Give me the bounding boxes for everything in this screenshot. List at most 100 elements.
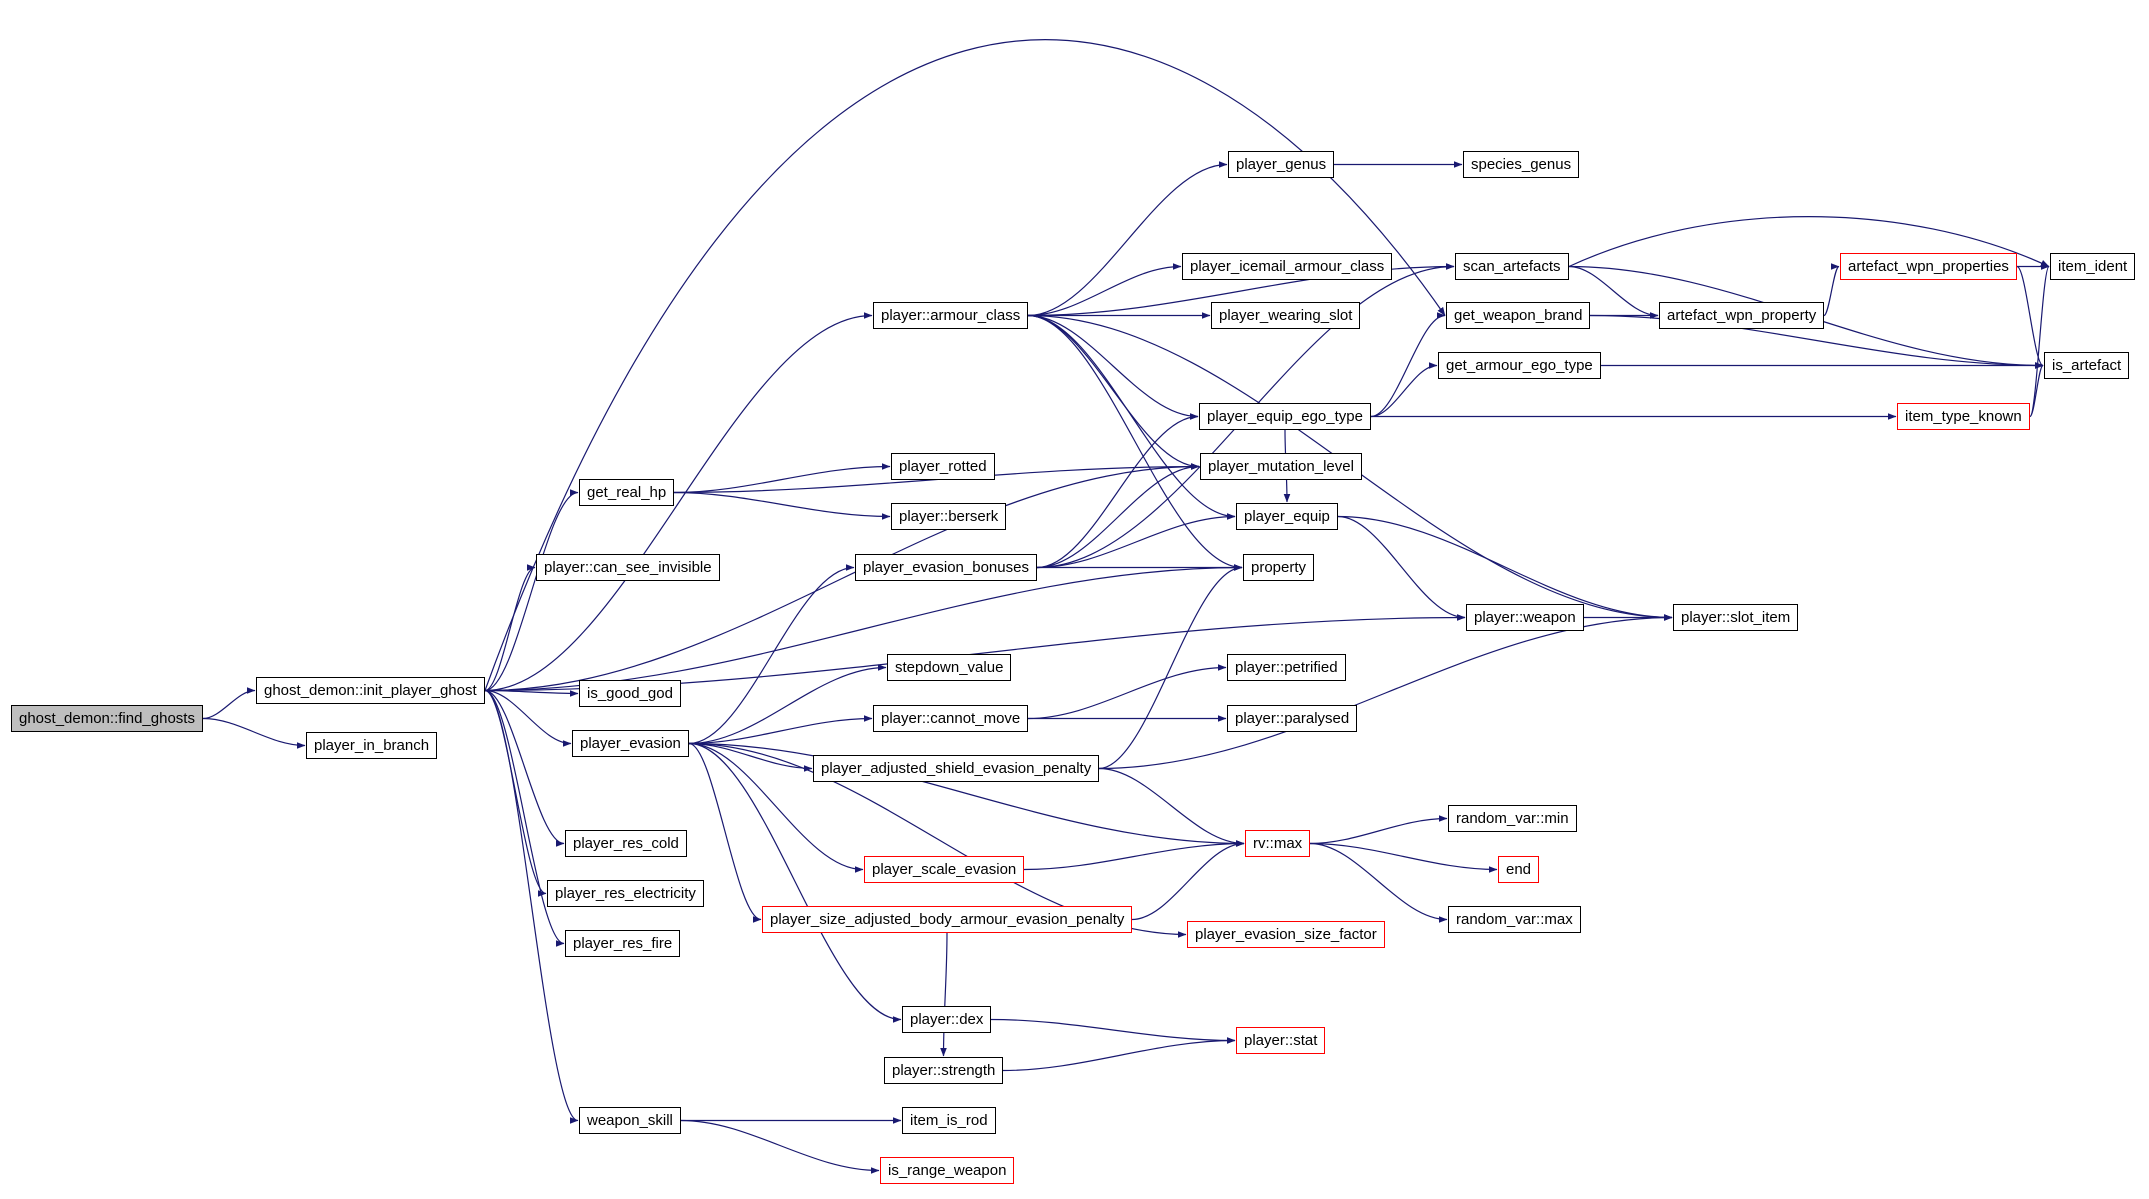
graph-node-stepdown_value[interactable]: stepdown_value (887, 654, 1012, 681)
graph-node-end[interactable]: end (1498, 856, 1540, 883)
edge-player_evasion_bonuses-player_equip_ego_type (1036, 413, 1199, 569)
edge-find_ghosts-init_player_ghost (202, 687, 256, 720)
graph-node-stat[interactable]: player::stat (1236, 1027, 1326, 1054)
edge-find_ghosts-player_in_branch (202, 717, 306, 749)
edge-scan_artefacts-artefact_wpn_property (1568, 265, 1659, 319)
edge-scan_artefacts-item_ident (1568, 216, 2050, 268)
graph-node-item_is_rod[interactable]: item_is_rod (902, 1107, 996, 1134)
edge-rv_max-random_var_max (1309, 842, 1448, 923)
edge-weapon_skill-is_range_weapon (680, 1119, 880, 1174)
edge-artefact_wpn_property-artefact_wpn_properties (1823, 263, 1840, 317)
edge-rv_max-random_var_min (1309, 815, 1448, 845)
edge-body_armour_evasion_penalty-strength (940, 932, 948, 1057)
graph-node-armour_class[interactable]: player::armour_class (873, 302, 1029, 329)
graph-node-player_equip[interactable]: player_equip (1236, 503, 1338, 530)
graph-node-species_genus[interactable]: species_genus (1463, 151, 1580, 178)
graph-node-rv_max[interactable]: rv::max (1245, 830, 1311, 857)
graph-node-player_wearing_slot[interactable]: player_wearing_slot (1211, 302, 1361, 329)
edge-cannot_move-petrified (1027, 664, 1227, 720)
graph-node-is_good_god[interactable]: is_good_god (579, 680, 681, 707)
edge-strength-stat (1002, 1037, 1236, 1072)
graph-node-scan_artefacts[interactable]: scan_artefacts (1455, 253, 1569, 280)
graph-node-random_var_max[interactable]: random_var::max (1448, 906, 1581, 933)
graph-node-get_real_hp[interactable]: get_real_hp (579, 479, 675, 506)
edge-shield_evasion_penalty-rv_max (1098, 767, 1245, 847)
edge-init_player_ghost-get_real_hp (484, 489, 579, 692)
graph-node-player_evasion[interactable]: player_evasion (572, 730, 689, 757)
edge-player_evasion-dex (688, 742, 902, 1023)
graph-node-find_ghosts: ghost_demon::find_ghosts (11, 705, 203, 732)
graph-node-player_equip_ego_type[interactable]: player_equip_ego_type (1199, 403, 1371, 430)
edge-armour_class-player_icemail_armour_class (1027, 263, 1182, 317)
graph-node-init_player_ghost[interactable]: ghost_demon::init_player_ghost (256, 677, 485, 704)
graph-node-slot_item[interactable]: player::slot_item (1673, 604, 1799, 631)
graph-node-artefact_wpn_properties[interactable]: artefact_wpn_properties (1840, 253, 2017, 280)
edge-init_player_ghost-can_see_invisible (484, 564, 536, 692)
graph-node-player_res_cold[interactable]: player_res_cold (565, 830, 687, 857)
edge-player_evasion-cannot_move (688, 715, 873, 745)
edge-player_evasion_bonuses-player_equip (1036, 513, 1236, 569)
edge-armour_class-player_equip_ego_type (1027, 314, 1199, 420)
graph-node-item_type_known[interactable]: item_type_known (1897, 403, 2030, 430)
edge-armour_class-scan_artefacts (1027, 263, 1455, 317)
graph-node-strength[interactable]: player::strength (884, 1057, 1004, 1084)
edge-body_armour_evasion_penalty-rv_max (1131, 840, 1245, 921)
graph-node-random_var_min[interactable]: random_var::min (1448, 805, 1577, 832)
edge-init_player_ghost-player_mutation_level (484, 463, 1200, 692)
edge-artefact_wpn_properties-is_artefact (2016, 265, 2044, 369)
graph-node-player_weapon[interactable]: player::weapon (1466, 604, 1584, 631)
graph-node-player_icemail_armour_class[interactable]: player_icemail_armour_class (1182, 253, 1393, 280)
edge-item_type_known-item_ident (2029, 263, 2050, 418)
edge-armour_class-property (1027, 314, 1243, 571)
graph-node-player_evasion_size_factor[interactable]: player_evasion_size_factor (1187, 921, 1385, 948)
edge-player_evasion-body_armour_evasion_penalty (688, 742, 762, 923)
graph-node-player_rotted[interactable]: player_rotted (891, 453, 995, 480)
edge-armour_class-player_genus (1027, 161, 1228, 317)
edge-player_evasion-player_evasion_bonuses (688, 564, 855, 745)
graph-node-can_see_invisible[interactable]: player::can_see_invisible (536, 554, 720, 581)
graph-node-player_scale_evasion[interactable]: player_scale_evasion (864, 856, 1025, 883)
edge-init_player_ghost-player_evasion (484, 689, 572, 747)
graph-node-shield_evasion_penalty[interactable]: player_adjusted_shield_evasion_penalty (813, 755, 1100, 782)
graph-node-item_ident[interactable]: item_ident (2050, 253, 2136, 280)
edge-player_evasion-rv_max (688, 742, 1245, 847)
edge-player_equip_ego_type-get_weapon_brand (1370, 312, 1446, 418)
graph-node-property[interactable]: property (1243, 554, 1315, 581)
graph-node-player_mutation_level[interactable]: player_mutation_level (1200, 453, 1362, 480)
graph-node-berserk[interactable]: player::berserk (891, 503, 1007, 530)
edge-rv_max-end (1309, 842, 1498, 873)
graph-node-petrified[interactable]: player::petrified (1227, 654, 1346, 681)
graph-node-artefact_wpn_property[interactable]: artefact_wpn_property (1659, 302, 1825, 329)
edge-player_scale_evasion-rv_max (1023, 840, 1245, 871)
graph-node-player_evasion_bonuses[interactable]: player_evasion_bonuses (855, 554, 1037, 581)
graph-node-player_res_fire[interactable]: player_res_fire (565, 930, 681, 957)
edge-init_player_ghost-armour_class (484, 312, 873, 692)
edge-player_evasion-player_scale_evasion (688, 742, 864, 873)
edge-player_evasion_bonuses-player_mutation_level (1036, 463, 1200, 569)
edge-player_equip-slot_item (1337, 515, 1673, 621)
edge-get_real_hp-player_rotted (673, 463, 891, 494)
graph-node-body_armour_evasion_penalty[interactable]: player_size_adjusted_body_armour_evasion… (762, 906, 1133, 933)
edge-shield_evasion_penalty-slot_item (1098, 614, 1673, 770)
graph-node-get_weapon_brand[interactable]: get_weapon_brand (1446, 302, 1591, 329)
graph-node-cannot_move[interactable]: player::cannot_move (873, 705, 1029, 732)
edge-init_player_ghost-player_res_fire (484, 689, 565, 947)
edge-init_player_ghost-player_res_cold (484, 689, 565, 847)
graph-node-get_armour_ego_type[interactable]: get_armour_ego_type (1438, 352, 1601, 379)
graph-node-is_artefact[interactable]: is_artefact (2044, 352, 2130, 379)
graph-node-is_range_weapon[interactable]: is_range_weapon (880, 1157, 1015, 1184)
edge-player_evasion-stepdown_value (688, 664, 887, 745)
graph-node-player_genus[interactable]: player_genus (1228, 151, 1335, 178)
graph-node-paralysed[interactable]: player::paralysed (1227, 705, 1358, 732)
edge-init_player_ghost-weapon_skill (484, 689, 579, 1124)
graph-node-weapon_skill[interactable]: weapon_skill (579, 1107, 681, 1134)
graph-node-dex[interactable]: player::dex (902, 1006, 992, 1033)
edge-get_real_hp-berserk (673, 491, 891, 520)
edge-dex-stat (990, 1018, 1236, 1044)
edge-player_equip_ego_type-get_armour_ego_type (1370, 362, 1438, 418)
edge-get_weapon_brand-is_artefact (1589, 314, 2044, 369)
graph-node-player_in_branch[interactable]: player_in_branch (306, 732, 438, 759)
graph-node-player_res_electricity[interactable]: player_res_electricity (547, 880, 704, 907)
